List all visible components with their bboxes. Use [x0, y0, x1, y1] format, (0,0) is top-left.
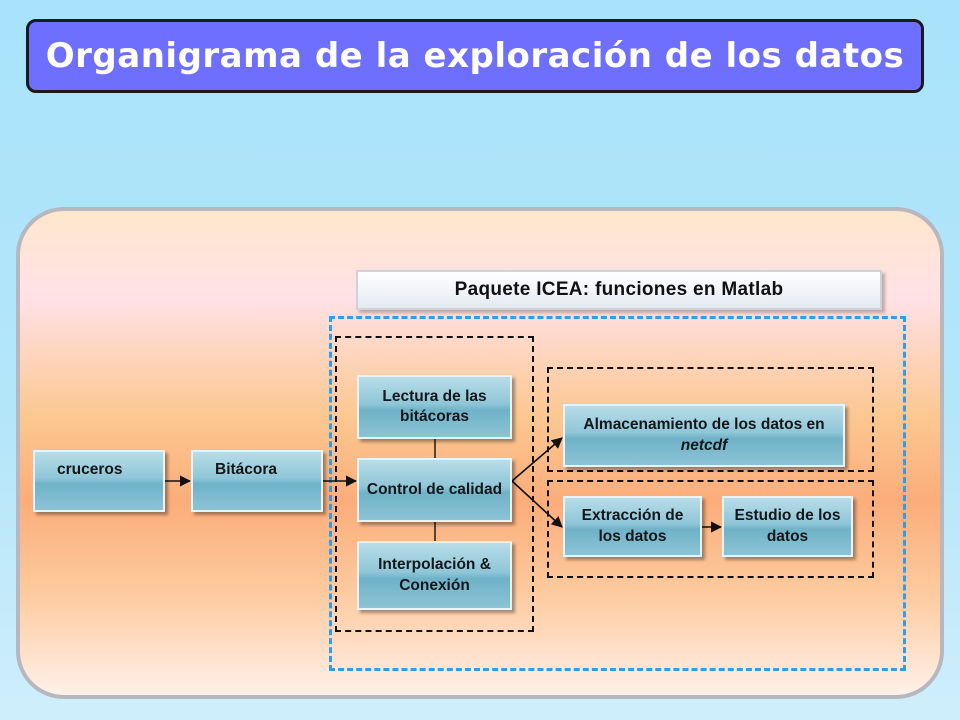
node-estudio-datos: Estudio de los datos: [722, 496, 853, 557]
storage-group: [547, 367, 874, 472]
node-cruceros: cruceros: [33, 450, 165, 512]
node-bitacora: Bitácora: [191, 450, 323, 512]
page-title: Organigrama de la exploración de los dat…: [45, 36, 905, 76]
package-boundary: [329, 316, 906, 671]
title-banner: Organigrama de la exploración de los dat…: [26, 19, 924, 93]
almacenamiento-text: Almacenamiento de los datos en: [583, 416, 825, 434]
netcdf-label: netcdf: [680, 436, 728, 454]
analysis-group: [547, 480, 874, 578]
node-control-calidad: Control de calidad: [357, 458, 512, 522]
package-header: Paquete ICEA: funciones en Matlab: [356, 270, 882, 310]
node-almacenamiento-netcdf: Almacenamiento de los datos en netcdf: [563, 404, 845, 467]
almacenamiento-label: Almacenamiento de los datos en netcdf: [571, 415, 837, 456]
node-extraccion-datos: Extracción de los datos: [563, 496, 702, 557]
node-interpolacion-conexion: Interpolación & Conexión: [357, 541, 512, 610]
node-lectura-bitacoras: Lectura de las bitácoras: [357, 375, 512, 439]
